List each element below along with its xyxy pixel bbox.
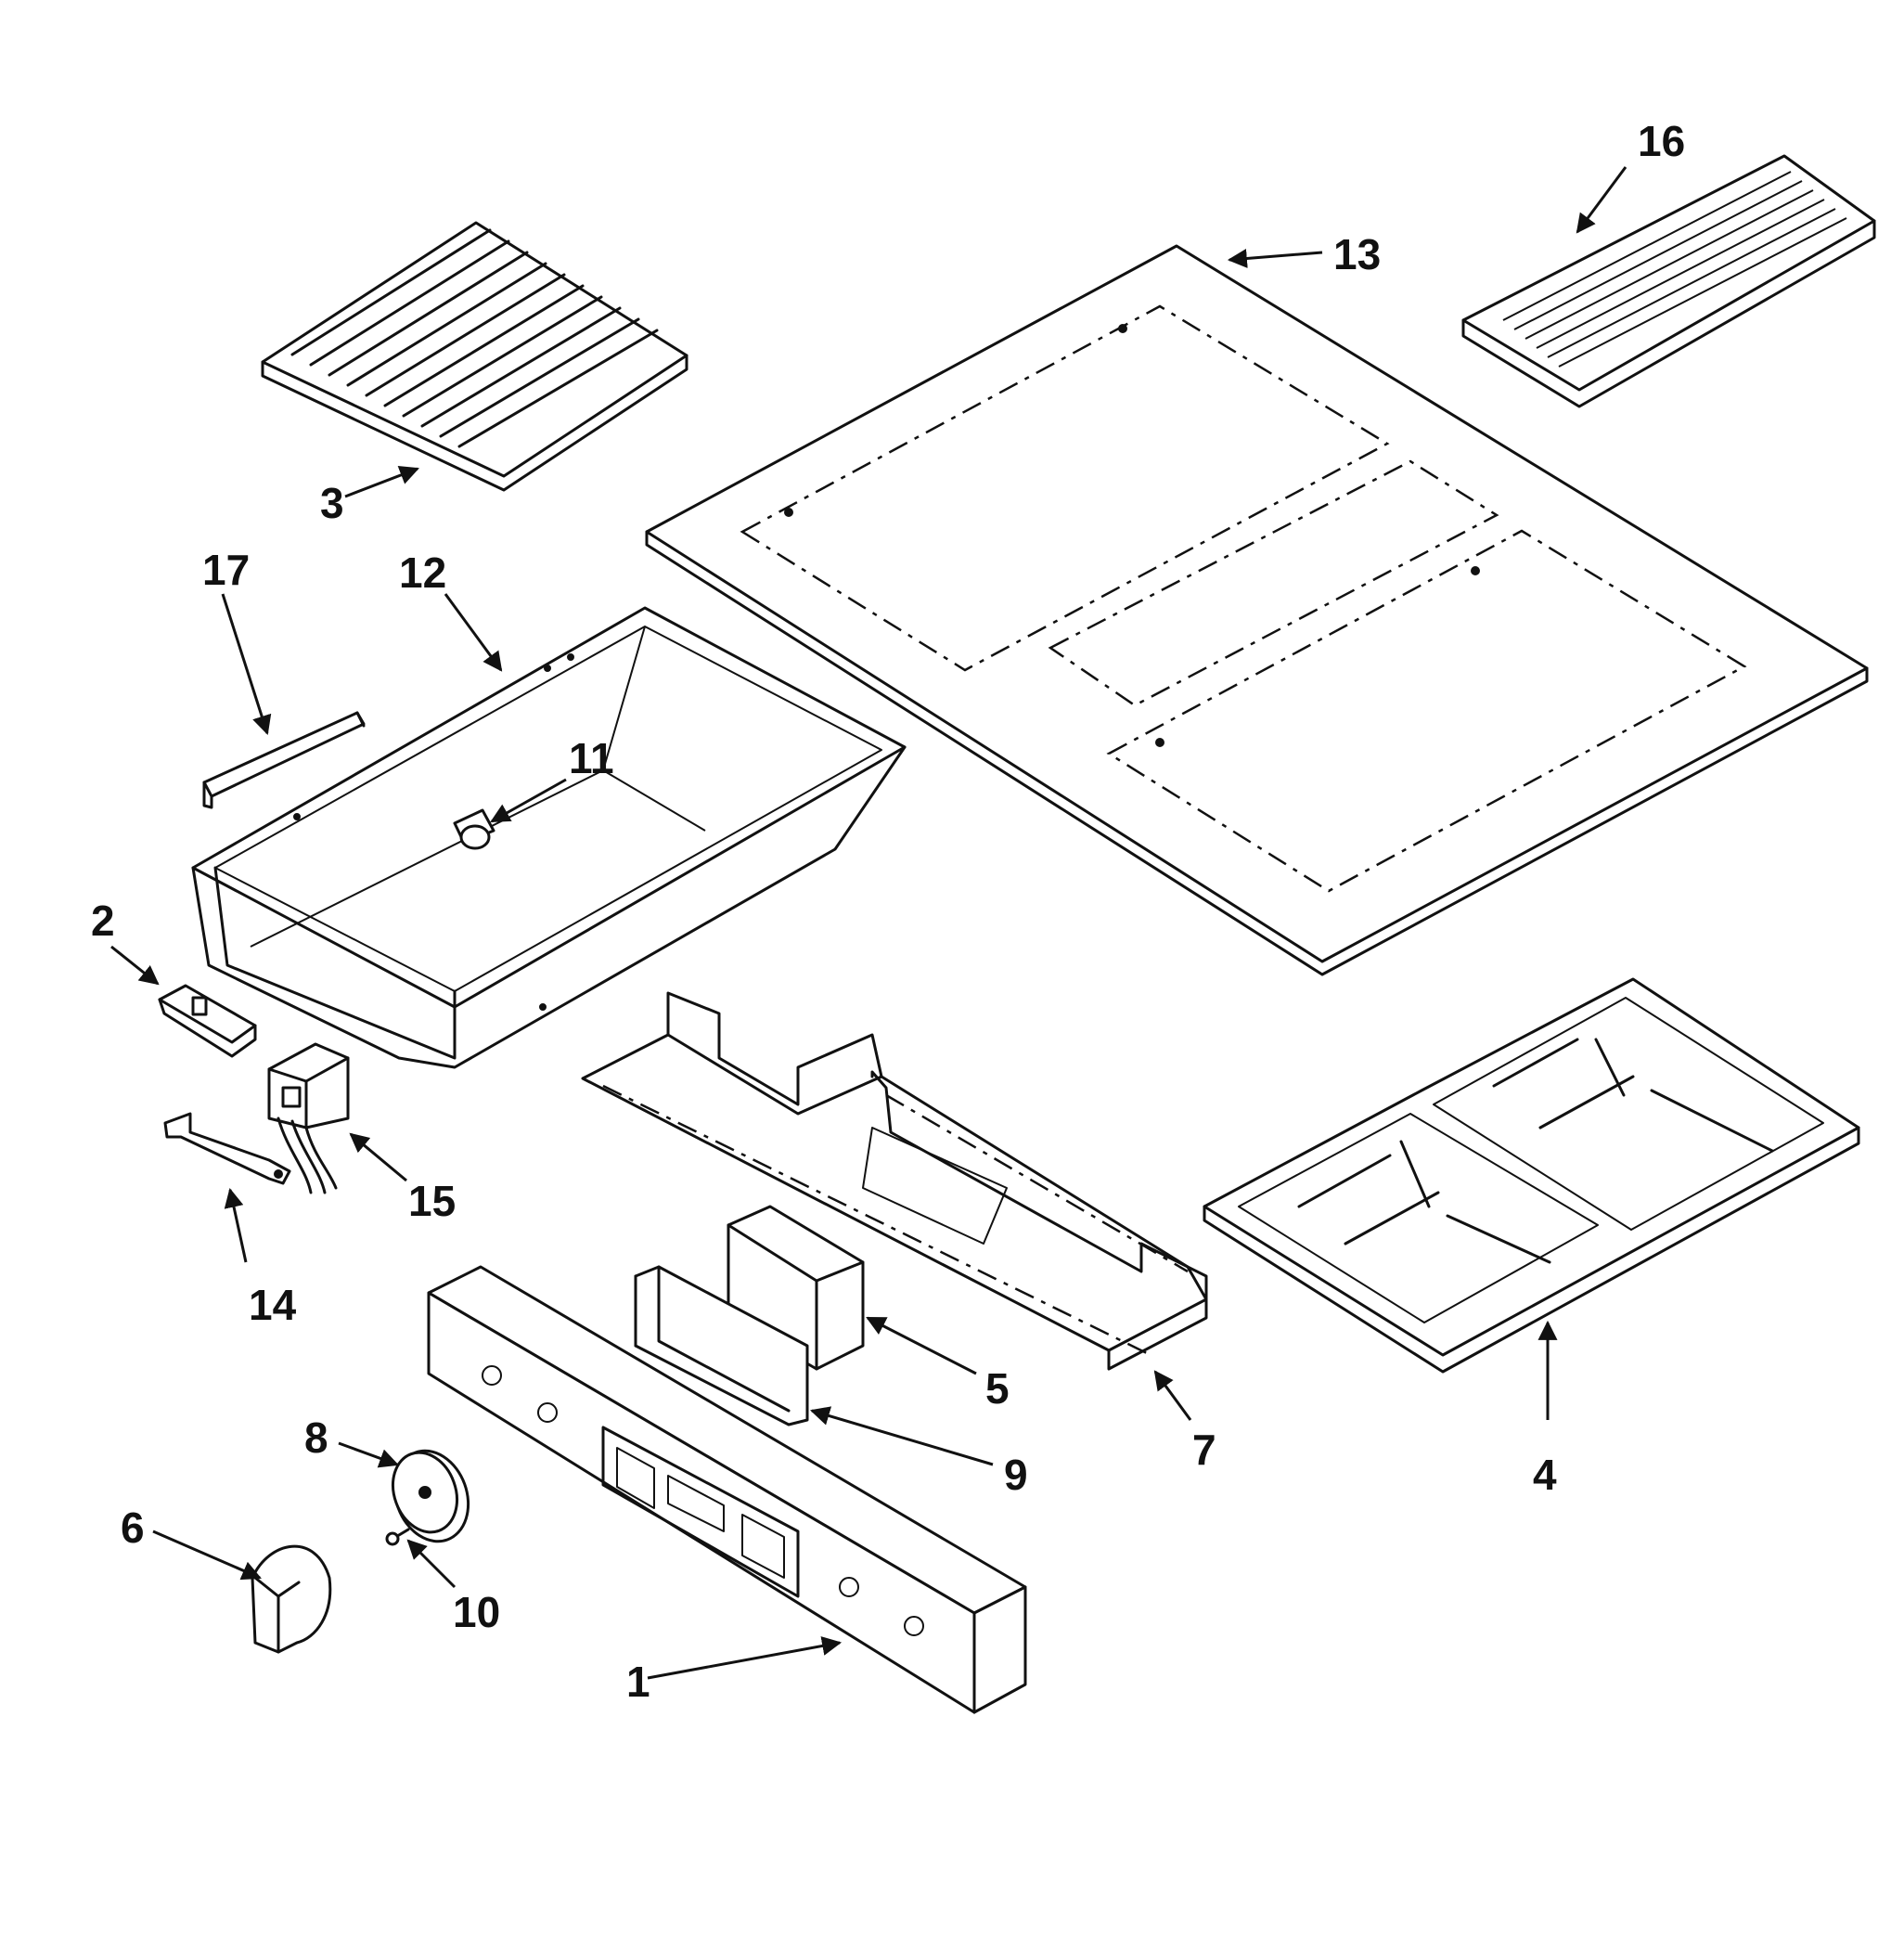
leader-9 [809, 1406, 994, 1466]
part-13-cooktop-panel [645, 244, 1869, 976]
part-2-switch [158, 984, 257, 1058]
leader-1 [647, 1636, 843, 1680]
callout-16: 16 [1638, 117, 1685, 165]
callout-6: 6 [121, 1504, 145, 1552]
part-4-burner-grates [1203, 977, 1860, 1374]
part-16-vent-grille [1461, 154, 1876, 408]
leader-10 [406, 1539, 457, 1589]
leader-3 [344, 465, 419, 498]
part-10-screw [385, 1528, 410, 1546]
part-14-bracket [163, 1112, 291, 1185]
callout-2: 2 [91, 897, 115, 945]
leader-16 [1576, 166, 1627, 234]
part-6-knob [251, 1544, 332, 1654]
leader-2 [110, 945, 160, 986]
leader-17 [221, 593, 272, 736]
callout-14: 14 [249, 1281, 297, 1329]
callout-15: 15 [408, 1177, 456, 1225]
leader-6 [152, 1530, 262, 1581]
part-7-burner-box [581, 991, 1208, 1371]
callout-12: 12 [399, 549, 446, 597]
callout-1: 1 [626, 1658, 650, 1706]
part-1-control-panel [427, 1265, 1027, 1714]
part-9-bracket [634, 1265, 809, 1426]
leader-5 [866, 1316, 977, 1375]
callout-10: 10 [453, 1588, 500, 1636]
leader-8 [338, 1441, 399, 1468]
callout-17: 17 [202, 546, 250, 594]
callout-7: 7 [1192, 1426, 1216, 1474]
part-3-grill-grate [261, 221, 688, 492]
leader-15 [349, 1132, 407, 1182]
callout-9: 9 [1004, 1451, 1028, 1499]
callout-11: 11 [569, 734, 614, 782]
leader-lines [110, 166, 1627, 1680]
part-8-knob-bezel [392, 1449, 470, 1543]
part-11-plug [453, 808, 495, 850]
callout-labels: 16 13 3 17 12 11 2 15 14 5 7 9 4 8 10 6 … [91, 117, 1685, 1706]
callout-13: 13 [1333, 230, 1381, 278]
leader-14 [224, 1187, 248, 1263]
callout-4: 4 [1533, 1451, 1557, 1499]
callout-3: 3 [320, 479, 344, 527]
leader-7 [1153, 1370, 1192, 1421]
callout-5: 5 [985, 1364, 1010, 1413]
leader-12 [444, 593, 503, 672]
leader-11 [490, 778, 567, 823]
callout-8: 8 [304, 1413, 328, 1462]
part-17-bracket [202, 711, 366, 809]
part-15-transformer [267, 1042, 350, 1194]
leader-13 [1227, 249, 1323, 268]
part-12-grill-pan [191, 606, 907, 1069]
